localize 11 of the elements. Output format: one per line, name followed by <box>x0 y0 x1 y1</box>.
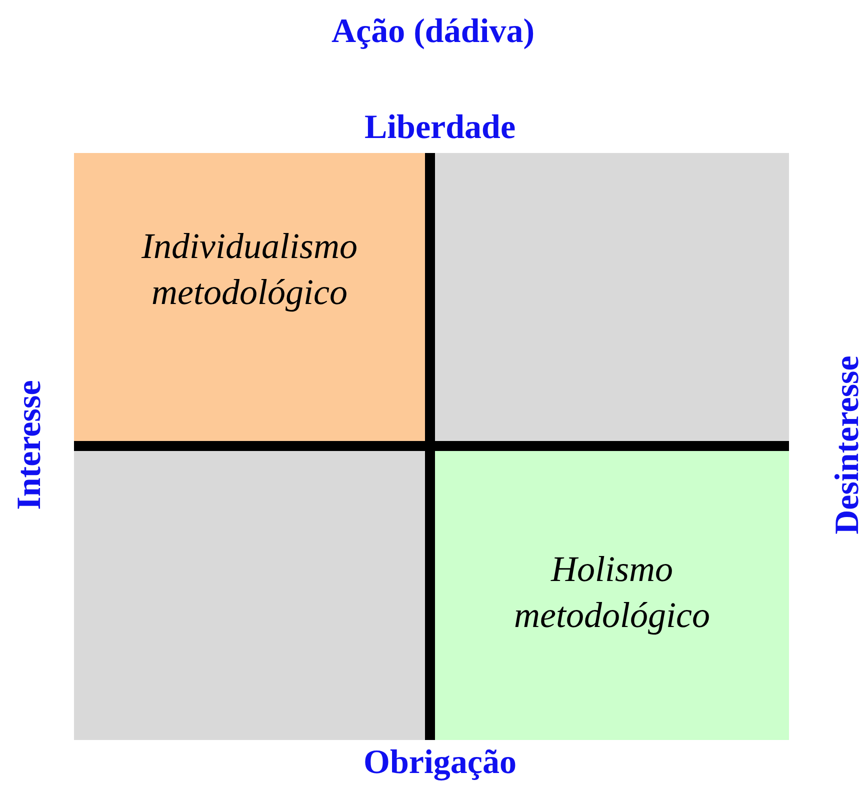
quadrant <box>435 451 789 740</box>
quadrant-label: Individualismo metodológico <box>140 225 358 314</box>
quadrant <box>74 451 425 740</box>
axis-label: Desinteresse <box>828 354 866 536</box>
quadrant-label: Holismo metodológico <box>513 548 711 637</box>
title: Ação (dádiva) <box>330 12 536 52</box>
axis-label: Liberdade <box>363 108 517 148</box>
quadrant <box>435 153 789 441</box>
axis-label: Interesse <box>10 379 49 512</box>
axis-label: Obrigação <box>362 743 518 783</box>
quadrant <box>74 153 425 441</box>
